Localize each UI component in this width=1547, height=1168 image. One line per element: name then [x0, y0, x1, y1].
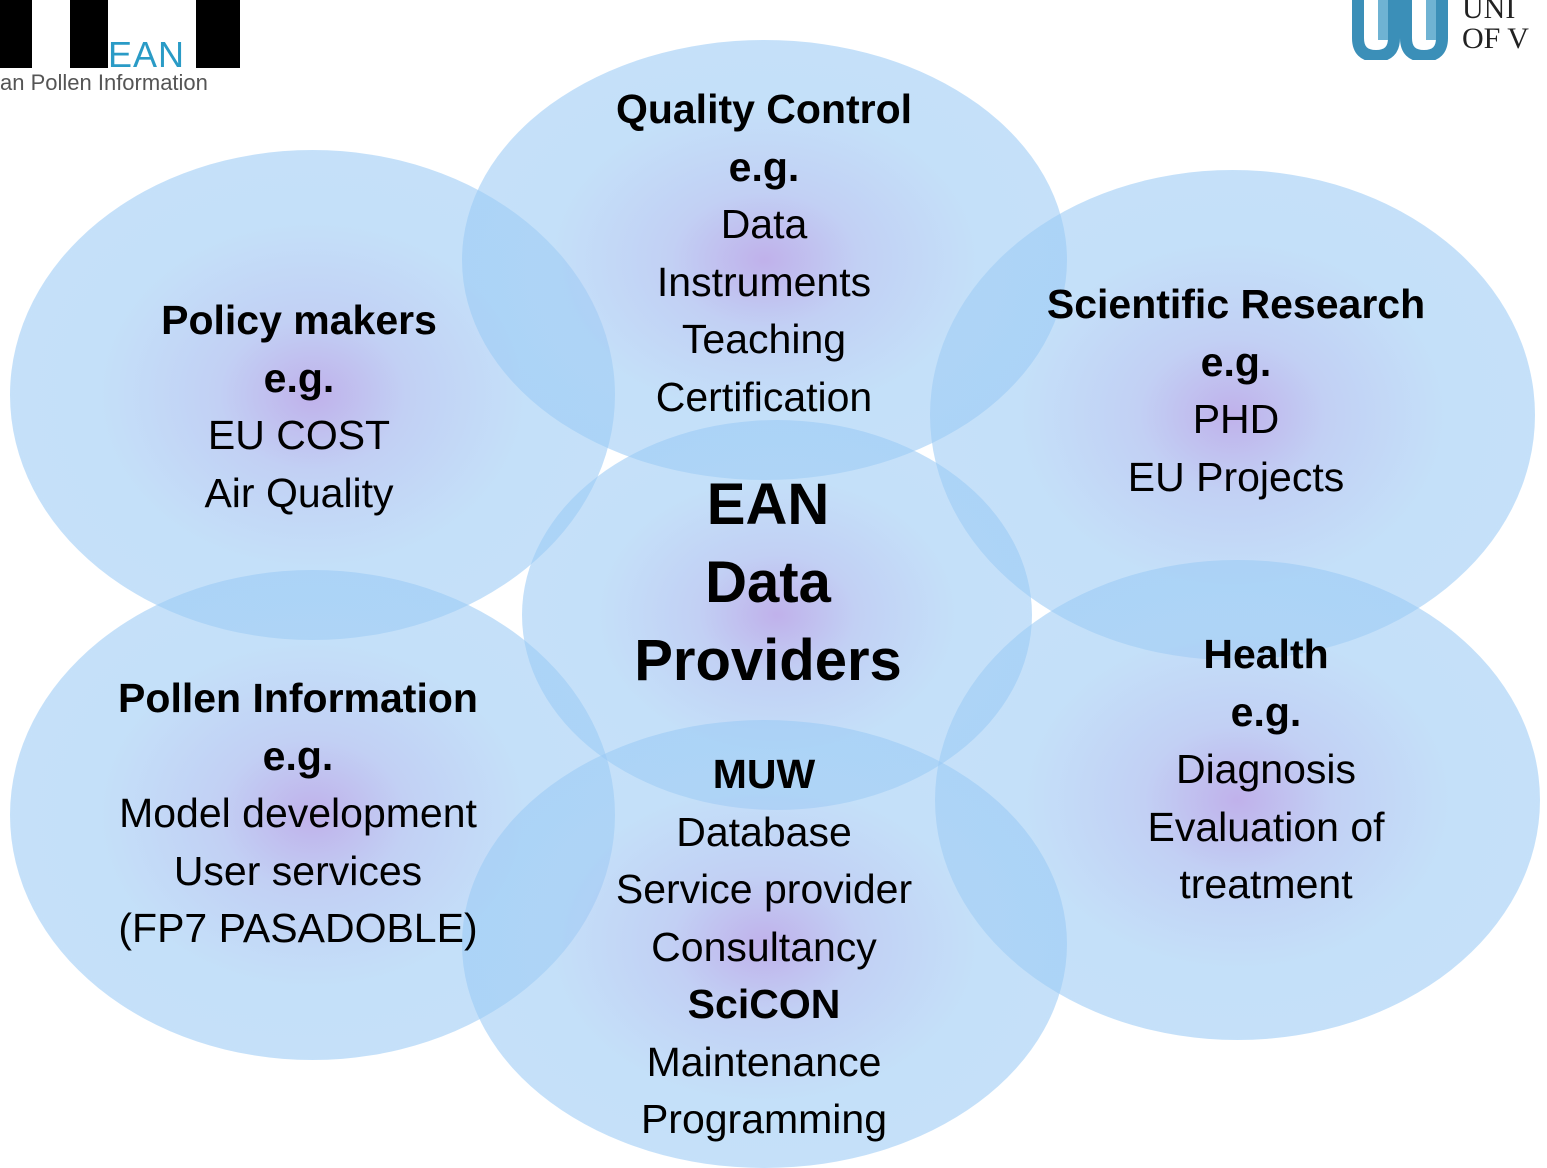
quality-control-item: Data [720, 201, 808, 247]
university-emblem-icon [1352, 0, 1448, 60]
university-logo-text: UNI OF V [1462, 0, 1529, 54]
scientific-research-item: EU Projects [1127, 453, 1345, 500]
muw-subitem: Programming [640, 1096, 888, 1142]
center-label: EAN Data Providers [634, 466, 902, 700]
policy-makers-title: Policy makers [161, 297, 437, 343]
quality-control-item: Teaching [681, 316, 847, 362]
policy-makers-item: EU COST [207, 412, 391, 458]
quality-control-label: Quality Control e.g. Data Instruments Te… [616, 81, 912, 426]
ean-logo-bar [196, 0, 240, 68]
quality-control-item: Certification [655, 373, 873, 420]
center-line: Data [705, 550, 831, 615]
muw-label: MUW Database Service provider Consultanc… [616, 746, 912, 1149]
muw-subitem: Maintenance [646, 1038, 882, 1085]
policy-makers-label: Policy makers e.g. EU COST Air Quality [161, 292, 437, 522]
university-logo-line: OF V [1462, 22, 1529, 55]
pollen-information-item: User services [173, 847, 423, 894]
scientific-research-item: PHD [1192, 396, 1280, 442]
ean-logo-bar [70, 0, 108, 68]
muw-subtitle: SciCON [687, 981, 841, 1027]
scientific-research-title: Scientific Research [1046, 281, 1426, 327]
pollen-information-item: (FP7 PASADOBLE) [118, 905, 478, 951]
policy-makers-item: Air Quality [204, 469, 394, 516]
health-title: Health [1203, 631, 1329, 677]
health-item: Diagnosis [1175, 746, 1357, 792]
quality-control-title: Quality Control [615, 86, 913, 132]
muw-item: Service provider [615, 866, 913, 912]
health-item: Evaluation of [1147, 803, 1385, 850]
quality-control-bubble [462, 40, 1067, 480]
ean-logo-wordmark: EAN [108, 34, 186, 75]
health-item: treatment [1179, 861, 1353, 907]
quality-control-eg: e.g. [728, 143, 800, 190]
muw-item: Consultancy [651, 923, 877, 970]
quality-control-item: Instruments [656, 258, 872, 305]
muw-bubble [462, 720, 1067, 1168]
pollen-information-title: Pollen Information [118, 675, 478, 721]
ean-logo: EAN an Pollen Information [0, 0, 250, 100]
center-line: Providers [634, 628, 902, 693]
ean-logo-bar [0, 0, 32, 68]
pollen-information-eg: e.g. [262, 732, 334, 779]
health-eg: e.g. [1230, 688, 1302, 735]
university-logo: UNI OF V [1350, 0, 1547, 60]
pollen-information-label: Pollen Information e.g. Model developmen… [118, 670, 478, 958]
health-label: Health e.g. Diagnosis Evaluation of trea… [1147, 626, 1384, 914]
scientific-research-label: Scientific Research e.g. PHD EU Projects [1047, 276, 1425, 506]
policy-makers-eg: e.g. [263, 354, 335, 401]
ean-logo-subtitle: an Pollen Information [0, 70, 208, 95]
university-logo-line: UNI [1462, 0, 1516, 25]
muw-item: Database [676, 808, 852, 855]
scientific-research-eg: e.g. [1200, 338, 1272, 385]
muw-title: MUW [712, 751, 816, 797]
pollen-information-item: Model development [119, 790, 477, 836]
center-line: EAN [706, 472, 830, 537]
